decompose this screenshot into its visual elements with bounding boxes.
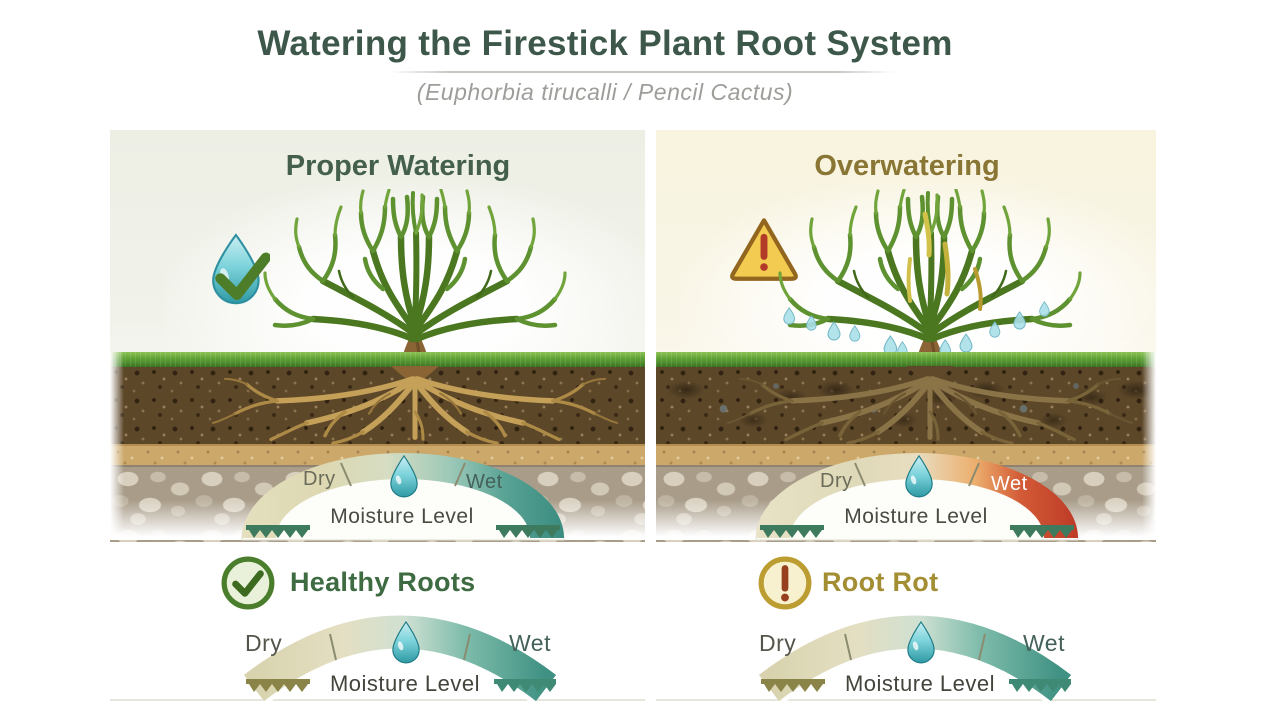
gauge-dry-label: Dry (245, 630, 283, 656)
pencil-cactus-plant-healthy (235, 189, 595, 369)
soil-edge-fade (110, 352, 124, 540)
status-label-root-rot: Root Rot (822, 567, 939, 597)
summary-moisture-gauge-right (759, 610, 1071, 714)
moisture-drop-icon (905, 455, 933, 498)
page-subtitle: (Euphorbia tirucalli / Pencil Cactus) (416, 79, 794, 105)
ground-line (110, 699, 645, 701)
root-system-rotting (700, 366, 1160, 444)
moisture-drop-icon (390, 455, 418, 498)
panel-heading-overwatering: Overwatering (814, 150, 1000, 182)
gauge-caption: Moisture Level (329, 671, 481, 696)
check-circle-icon (220, 555, 276, 611)
exclamation-circle-icon (757, 555, 813, 611)
root-system-healthy (185, 366, 645, 444)
ground-line (656, 699, 1156, 701)
moisture-drop-icon (907, 621, 935, 664)
title-divider (390, 71, 895, 73)
gauge-caption: Moisture Level (844, 671, 996, 696)
gauge-foot (494, 679, 556, 692)
gauge-wet-label: Wet (509, 630, 551, 656)
soil-edge-fade (1142, 352, 1156, 540)
pencil-cactus-plant-overwatered (750, 189, 1110, 369)
moisture-drop-icon (392, 621, 420, 664)
gauge-caption: Moisture Level (330, 505, 474, 528)
status-label-healthy-roots: Healthy Roots (290, 567, 476, 597)
gauge-dry-label: Dry (759, 630, 797, 656)
panel-heading-proper-watering: Proper Watering (285, 150, 511, 182)
page-title: Watering the Firestick Plant Root System (257, 24, 953, 63)
gauge-foot (1009, 679, 1071, 692)
summary-moisture-gauge-left (244, 610, 556, 714)
gauge-dry-label: Dry (820, 470, 853, 492)
topsoil-layer (110, 367, 645, 444)
gauge-caption: Moisture Level (844, 505, 988, 528)
gauge-wet-label: Wet (466, 471, 503, 493)
gauge-dry-label: Dry (303, 468, 336, 490)
gauge-wet-label: Wet (991, 473, 1028, 495)
gauge-wet-label: Wet (1023, 630, 1065, 656)
yellowing-stems (906, 211, 983, 311)
